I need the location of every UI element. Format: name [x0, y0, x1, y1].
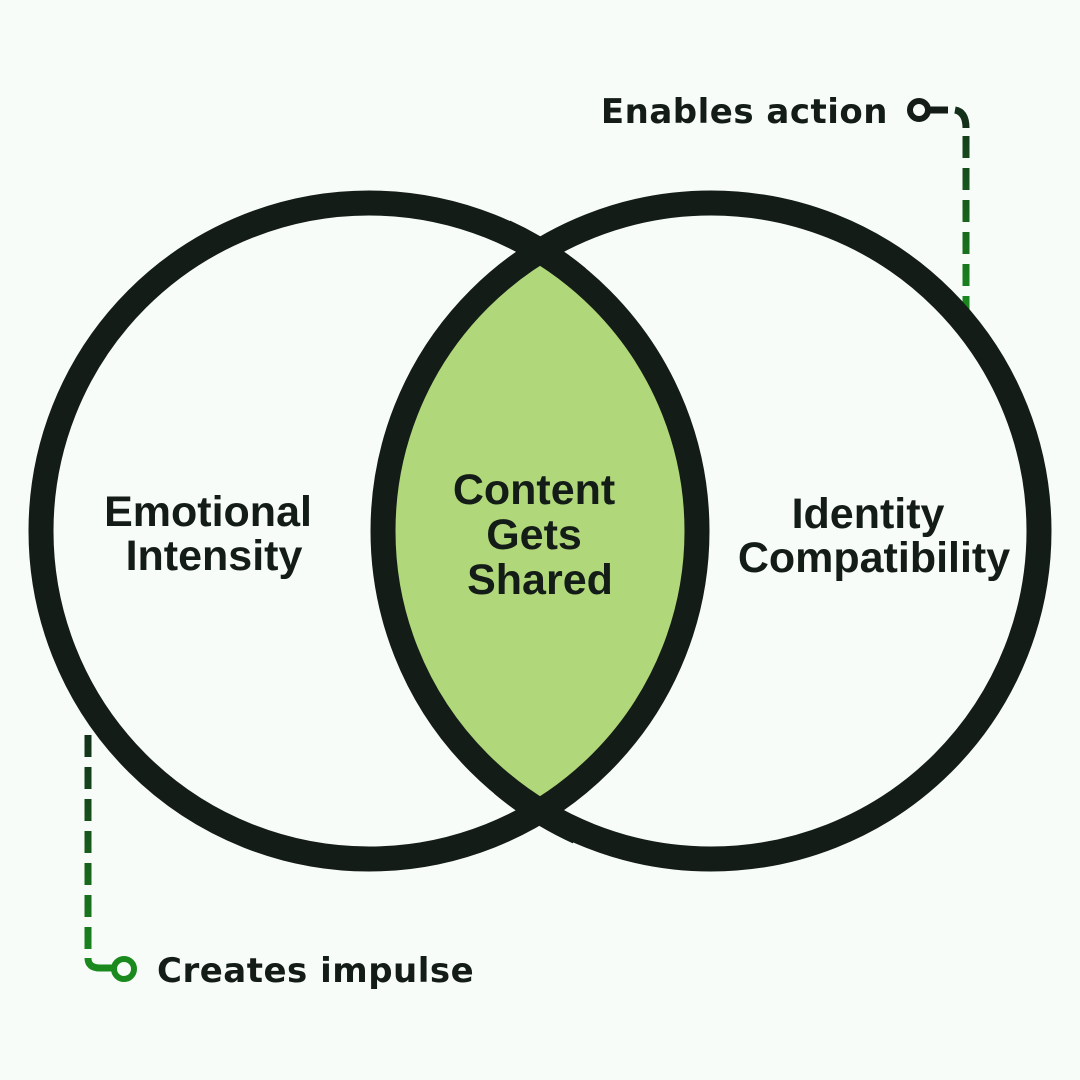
intersection-label: Content Gets Shared [453, 466, 627, 604]
connector-enables-action [907, 98, 970, 310]
intersection-label-line: Content [453, 466, 615, 514]
connector-curve [954, 106, 970, 129]
left-label-line: Intensity [126, 532, 303, 580]
left-circle [28, 190, 710, 872]
intersection-label-line: Gets [486, 511, 582, 559]
left-circle-label: Emotional Intensity [104, 488, 324, 580]
intersection-label-line: Shared [467, 556, 613, 604]
annotation-creates-impulse: Creates impulse [157, 951, 474, 991]
right-circle [370, 190, 1052, 872]
connector-creates-impulse [84, 735, 137, 982]
connector-ring-icon [907, 98, 931, 122]
left-label-line: Emotional [104, 488, 312, 536]
connector-ring-icon [111, 956, 137, 982]
right-circle-label: Identity Compatibility [738, 490, 1010, 582]
interlock-bottom [493, 774, 584, 844]
intersection-region [383, 203, 697, 859]
annotation-enables-action: Enables action [601, 92, 888, 132]
interlock-top [499, 220, 586, 288]
right-label-line: Identity [792, 490, 945, 538]
connector-curve [84, 957, 112, 972]
right-label-line: Compatibility [738, 534, 1010, 582]
